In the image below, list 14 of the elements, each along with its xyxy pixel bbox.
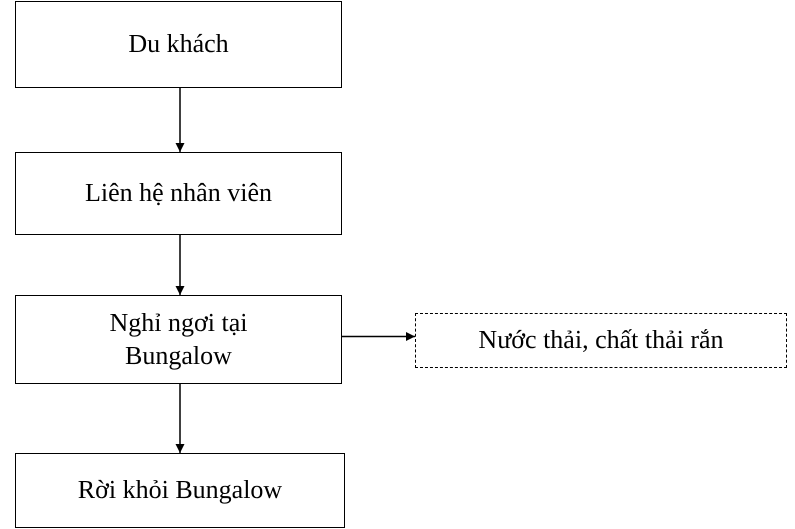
- node-label: Nghỉ ngơi tại Bungalow: [108, 307, 248, 372]
- node-label: Rời khỏi Bungalow: [78, 474, 282, 506]
- process-box: [15, 1, 342, 88]
- node-label: Liên hệ nhân viên: [85, 177, 272, 210]
- arrow: [342, 332, 415, 341]
- arrow: [176, 88, 184, 152]
- node-label: Du khách: [128, 28, 229, 60]
- node-label: Nước thải, chất thải rắn: [478, 324, 724, 356]
- arrow: [176, 384, 184, 453]
- process-box: [15, 152, 342, 235]
- process-box: [15, 453, 345, 528]
- process-box: [15, 295, 342, 384]
- arrow: [176, 235, 184, 295]
- output-box: [415, 313, 787, 368]
